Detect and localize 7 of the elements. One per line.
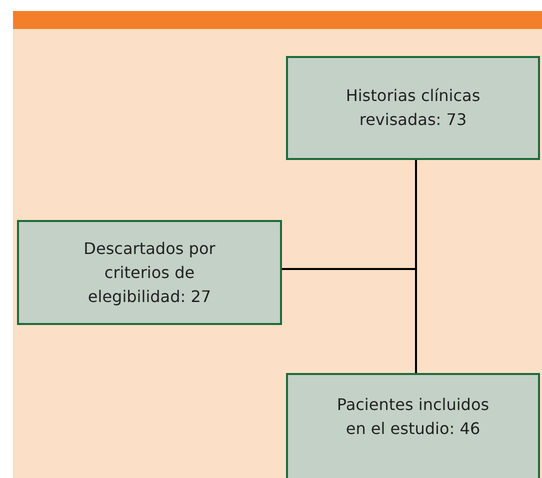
box-text: Pacientes incluidos en el estudio: 46: [336, 394, 490, 440]
process-box: [286, 56, 540, 160]
process-box: [286, 373, 540, 478]
box-text: Historias clínicas revisadas: 73: [344, 85, 482, 131]
process-box: [17, 220, 282, 325]
box-text: Descartados por criterios de elegibilidad: 27: [82, 238, 216, 308]
connector-line: [282, 160, 417, 270]
